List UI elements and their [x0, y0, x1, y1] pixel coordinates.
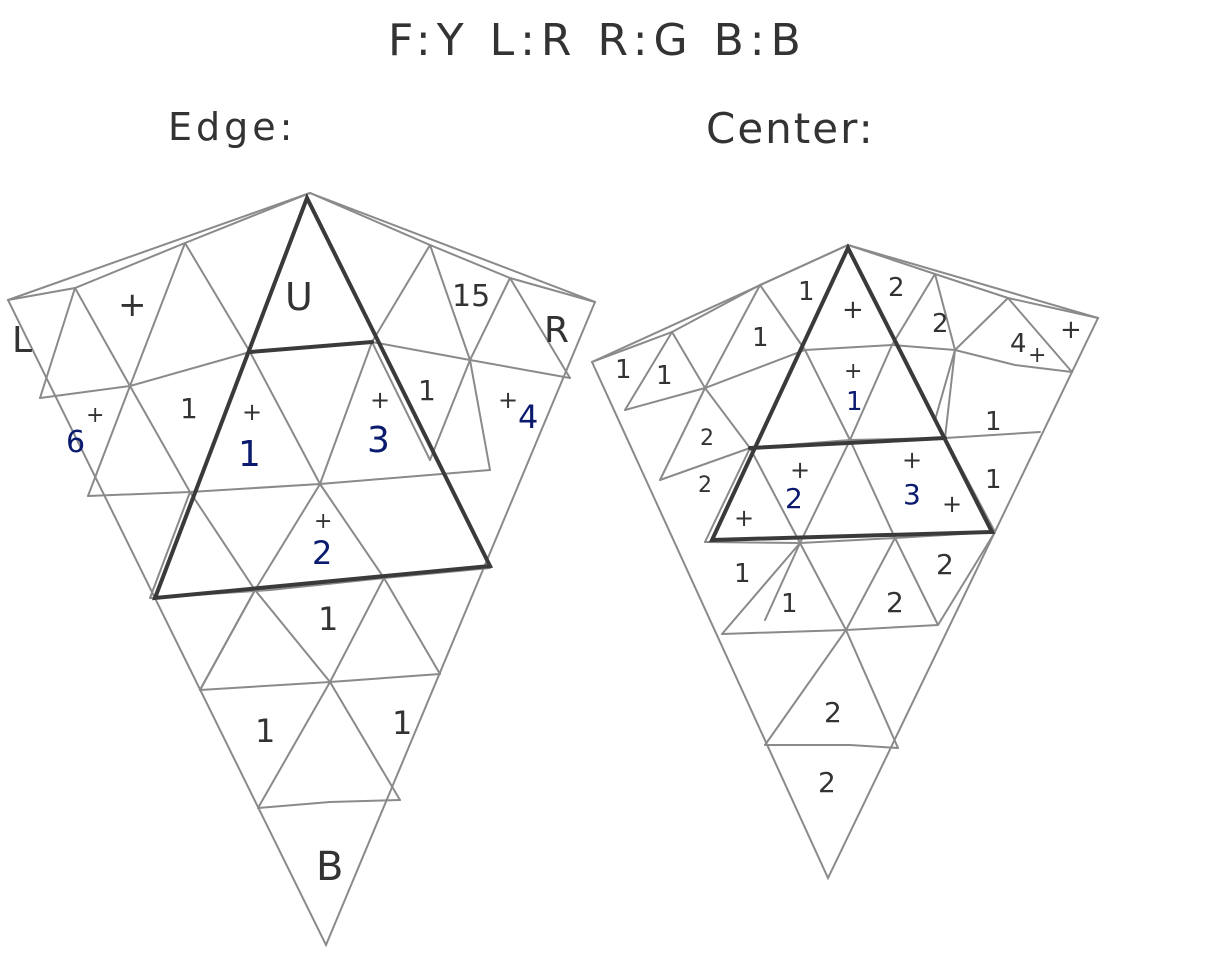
center-diag-6 [934, 273, 957, 439]
center-right-one-a: 1 [985, 407, 1002, 437]
center-piece-4: 4 [1010, 329, 1027, 359]
edge-top-plus: + [118, 285, 147, 325]
edge-diag-13 [249, 351, 321, 485]
edge-piece-4-plus: + [498, 386, 518, 414]
edge-diag-3 [87, 242, 186, 497]
center-diag-14 [937, 531, 996, 626]
edge-diag-12 [199, 589, 256, 691]
edge-piece-3-plus: + [370, 386, 390, 414]
center-piece-2-plus: + [790, 456, 810, 484]
edge-piece-3: 3 [367, 420, 390, 461]
edge-label-15: 15 [452, 279, 490, 314]
center-row-5 [721, 624, 939, 635]
edge-one-e: 1 [392, 704, 412, 742]
edge-diag-11 [149, 491, 191, 599]
edge-piece-1: 1 [238, 434, 261, 475]
center-diag-2 [759, 284, 806, 351]
edge-piece-6: 6 [66, 425, 85, 460]
center-piece-2: 2 [785, 482, 803, 515]
edge-label-R: R [544, 310, 569, 351]
edge-title: Edge: [168, 105, 296, 149]
center-lower-two-a: 2 [886, 586, 904, 619]
edge-one-c: 1 [318, 600, 338, 638]
center-diag-10 [764, 537, 896, 746]
edge-row-6 [257, 799, 401, 809]
center-piece-1: 1 [846, 387, 863, 417]
center-diag-8 [1007, 297, 1073, 373]
center-piece-3-plus: + [902, 446, 922, 474]
edge-one-d: 1 [255, 712, 275, 750]
edge-diag-5 [199, 244, 431, 691]
edge-bold-mid [248, 340, 374, 354]
center-diag-3 [659, 284, 761, 481]
edge-label-U: U [285, 275, 313, 319]
center-lower-two-b: 2 [936, 548, 954, 581]
center-diag-1 [671, 331, 899, 749]
center-lower-two-c: 2 [824, 696, 842, 729]
edge-row-3 [87, 469, 491, 497]
center-one-b: 1 [656, 361, 673, 391]
center-one-c: 1 [752, 323, 769, 353]
edge-diag-2 [184, 242, 251, 353]
center-piece-3: 3 [903, 478, 921, 511]
center-piece-1-plus: + [844, 359, 862, 384]
center-diagram: 1 1 1 1 2 2 2 2 4 + + + 1 + 2 + 3 + + + … [590, 243, 1100, 881]
edge-piece-2-plus: + [314, 509, 332, 534]
edge-outline [6, 191, 597, 948]
edge-diag-4 [39, 287, 76, 399]
center-title: Center: [706, 104, 875, 153]
edge-one-b: 1 [418, 374, 436, 407]
center-lower-two-d: 2 [818, 766, 836, 799]
edge-label-L: L [12, 320, 32, 361]
edge-diagram: L R U B 15 + 1 1 1 1 1 6 + 1 + 3 + 4 + 2… [6, 191, 597, 948]
edge-diag-8 [509, 277, 571, 379]
center-two-c: 2 [700, 426, 714, 451]
center-one-a: 1 [615, 355, 632, 385]
center-lower-one-b: 1 [781, 589, 798, 619]
center-bold-mid [748, 436, 947, 450]
center-two-a: 2 [888, 273, 905, 303]
center-right-one-b: 1 [985, 465, 1002, 495]
center-top-plus-2: + [842, 295, 864, 325]
center-diag-7 [934, 297, 1009, 421]
center-diag-4 [624, 331, 673, 411]
edge-diag-7 [429, 277, 511, 461]
edge-label-B: B [316, 844, 343, 890]
center-diag-12 [721, 542, 801, 635]
center-lower-one-a: 1 [734, 559, 751, 589]
edge-piece-2: 2 [312, 534, 332, 572]
center-outline [590, 243, 1100, 881]
edge-piece-1-plus: + [242, 398, 262, 426]
center-one-d: 1 [798, 277, 815, 307]
center-two-d: 2 [698, 473, 712, 498]
center-row-6 [764, 744, 899, 749]
center-left-plus: + [734, 504, 754, 532]
edge-diag-1 [74, 287, 401, 801]
color-key: F:Y L:R R:G B:B [388, 15, 807, 66]
edge-one-a: 1 [180, 392, 198, 425]
center-two-b: 2 [932, 309, 949, 339]
edge-diag-14 [371, 341, 431, 461]
center-piece-4-plus: + [1028, 343, 1046, 368]
center-diag-15 [804, 349, 851, 441]
center-bold-triangle [708, 243, 996, 543]
edge-diag-10 [257, 577, 385, 809]
edge-bold-triangle [151, 193, 494, 601]
center-top-plus: + [1060, 315, 1082, 345]
center-diag-11 [704, 447, 751, 543]
edge-row-5 [199, 673, 441, 691]
center-right-plus: + [942, 490, 962, 518]
edge-piece-6-plus: + [86, 403, 104, 428]
edge-piece-4: 4 [518, 398, 538, 436]
edge-row-2 [39, 340, 571, 399]
